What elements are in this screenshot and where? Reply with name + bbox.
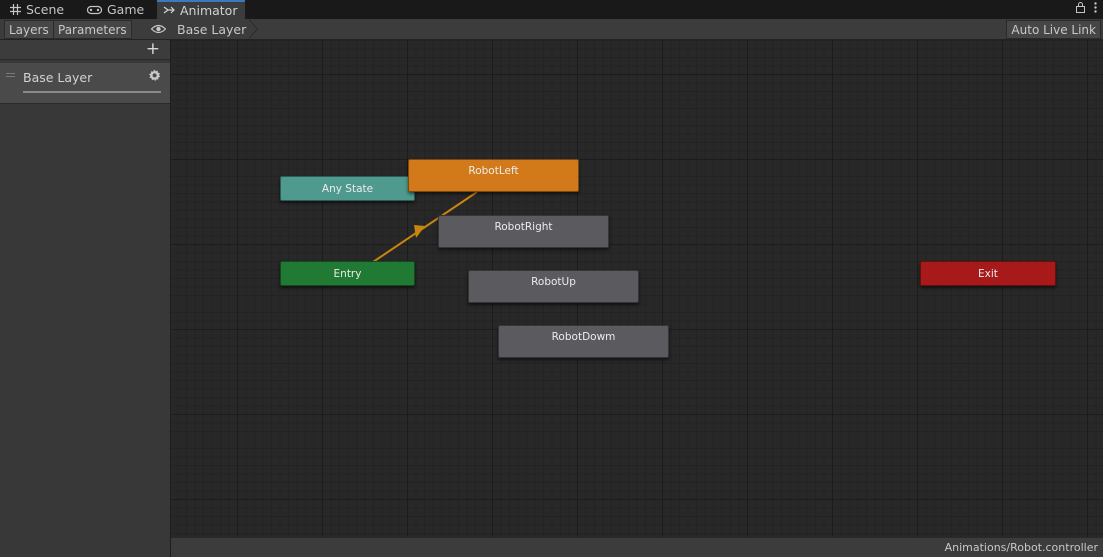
plus-icon[interactable]: +	[145, 39, 160, 59]
layers-panel: + Base Layer	[0, 40, 171, 557]
lock-icon[interactable]	[1076, 2, 1085, 13]
grid-icon	[10, 4, 21, 15]
node-robot-down[interactable]: RobotDowm	[498, 325, 669, 358]
tab-animator-label: Animator	[180, 3, 238, 18]
status-bar: Animations/Robot.controller	[171, 537, 1103, 557]
layer-item-base-layer[interactable]: Base Layer	[0, 63, 170, 104]
node-robot-up[interactable]: RobotUp	[468, 270, 639, 303]
tab-scene-label: Scene	[26, 2, 65, 17]
tab-actions	[1076, 2, 1097, 13]
node-robot-right[interactable]: RobotRight	[438, 215, 609, 248]
controller-path: Animations/Robot.controller	[944, 541, 1098, 554]
kebab-menu-icon[interactable]	[1094, 2, 1097, 13]
node-exit[interactable]: Exit	[920, 261, 1056, 286]
animator-toolbar: Layers Parameters Base Layer Auto Live L…	[0, 19, 1103, 40]
node-entry[interactable]: Entry	[280, 261, 415, 286]
auto-live-link-button[interactable]: Auto Live Link	[1006, 20, 1101, 39]
drag-handle-icon[interactable]	[6, 73, 15, 79]
node-any-state[interactable]: Any State	[280, 176, 415, 201]
animator-graph-canvas[interactable]: Any State RobotLeft RobotRight Entry Rob…	[171, 40, 1103, 537]
gear-icon[interactable]	[148, 69, 161, 82]
parameters-tab-button[interactable]: Parameters	[53, 20, 132, 39]
layer-name: Base Layer	[23, 70, 93, 85]
layers-panel-header: +	[0, 40, 170, 60]
tab-animator[interactable]: Animator	[157, 0, 245, 19]
breadcrumb-arrow	[248, 19, 257, 39]
tab-scene[interactable]: Scene	[4, 0, 70, 19]
breadcrumb-base-layer[interactable]: Base Layer	[171, 19, 261, 39]
layer-weight-bar	[23, 91, 161, 93]
layers-tab-button[interactable]: Layers	[4, 20, 54, 39]
animator-icon	[163, 6, 175, 14]
gamepad-icon	[87, 5, 102, 14]
tab-game-label: Game	[107, 2, 145, 17]
node-robot-left[interactable]: RobotLeft	[408, 159, 579, 192]
window-tab-bar: Scene Game Animator	[0, 0, 1103, 19]
tab-game[interactable]: Game	[81, 0, 150, 19]
transition-arrow[interactable]	[171, 40, 1103, 537]
eye-icon[interactable]	[151, 24, 166, 34]
